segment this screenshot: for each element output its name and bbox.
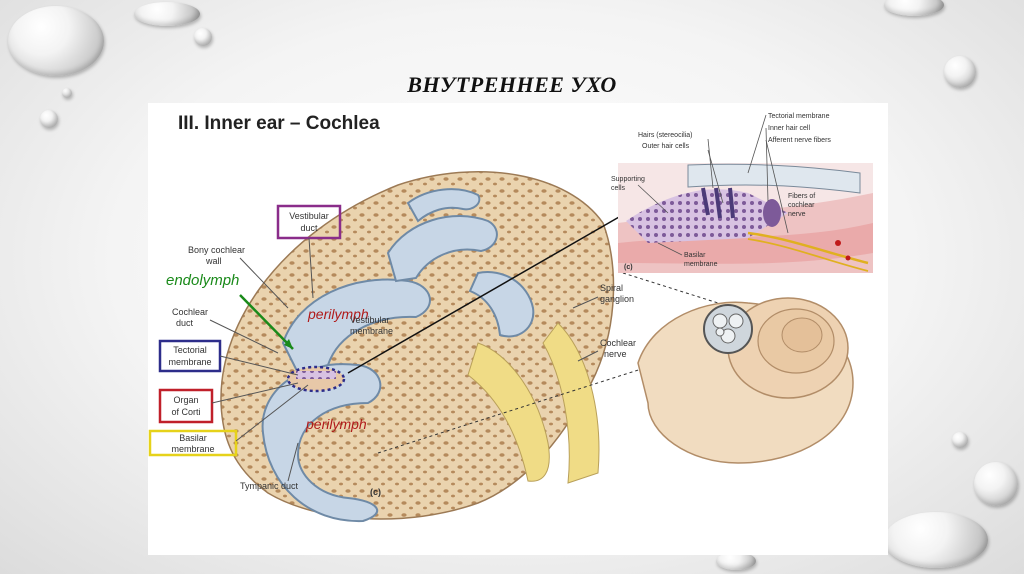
water-drop-decoration: [944, 56, 976, 88]
svg-text:Hairs (stereocilia): Hairs (stereocilia): [638, 132, 692, 139]
water-drop-decoration: [974, 462, 1018, 506]
label-vestibular-membrane: Vestibular membrane: [350, 315, 393, 336]
organ-of-corti-inset: Tectorial membrane Inner hair cell Affer…: [611, 113, 873, 273]
svg-text:Basilar: Basilar: [684, 252, 706, 259]
water-drop-decoration: [40, 110, 58, 128]
label-spiral-ganglion: Spiral ganglion: [572, 283, 634, 309]
svg-text:Organ: Organ: [173, 395, 198, 405]
label-tympanic-duct: Tympanic duct: [240, 442, 299, 491]
label-cochlear-duct: Cochlear duct: [172, 307, 279, 354]
label-cochlear-nerve: Cochlear nerve: [577, 338, 636, 362]
svg-text:membrane: membrane: [168, 357, 211, 367]
svg-text:Spiral: Spiral: [600, 283, 623, 293]
cochlea-shell-illustration: [637, 297, 854, 464]
svg-text:Vestibular: Vestibular: [289, 211, 329, 221]
svg-text:Inner hair cell: Inner hair cell: [768, 125, 810, 132]
label-organ-of-corti: Organ of Corti: [158, 382, 299, 424]
water-drop-decoration: [62, 88, 72, 98]
svg-text:Tympanic duct: Tympanic duct: [240, 481, 299, 491]
svg-text:Fibers of: Fibers of: [788, 193, 815, 200]
detail-arrow: [347, 212, 627, 374]
svg-text:(c): (c): [624, 264, 633, 271]
water-drop-decoration: [8, 6, 104, 76]
svg-text:nerve: nerve: [604, 349, 627, 359]
svg-text:Tectorial membrane: Tectorial membrane: [768, 113, 830, 120]
svg-text:Supporting: Supporting: [611, 176, 645, 183]
cochlea-diagram: III. Inner ear – Cochlea (c) Vestibular …: [148, 113, 873, 523]
svg-text:Afferent nerve fibers: Afferent nerve fibers: [768, 137, 831, 144]
svg-text:membrane: membrane: [684, 261, 718, 268]
svg-text:membrane: membrane: [171, 444, 214, 454]
svg-text:wall: wall: [205, 256, 222, 266]
label-basilar-membrane: Basilar membrane: [148, 384, 309, 457]
svg-text:membrane: membrane: [350, 326, 393, 336]
water-drop-decoration: [884, 512, 988, 568]
figure-heading: III. Inner ear – Cochlea: [178, 113, 380, 134]
svg-text:Vestibular: Vestibular: [350, 315, 390, 325]
water-drop-decoration: [952, 432, 968, 448]
svg-text:cells: cells: [611, 185, 626, 192]
svg-text:cochlear: cochlear: [788, 202, 815, 209]
slide-title: ВНУТРЕННЕЕ УХО: [407, 72, 617, 97]
svg-text:Cochlear: Cochlear: [600, 338, 636, 348]
svg-text:Tectorial: Tectorial: [173, 345, 207, 355]
svg-text:duct: duct: [176, 318, 194, 328]
label-tectorial-membrane: Tectorial membrane: [158, 339, 299, 376]
svg-text:duct: duct: [300, 223, 318, 233]
water-drop-decoration: [716, 552, 756, 570]
guide-line: [622, 272, 719, 304]
svg-text:Cochlear: Cochlear: [172, 307, 208, 317]
svg-text:Bony cochlear: Bony cochlear: [188, 245, 245, 255]
svg-text:of Corti: of Corti: [171, 407, 200, 417]
endolymph-arrow: [239, 294, 294, 350]
figure-panel: III. Inner ear – Cochlea (c) Vestibular …: [148, 103, 888, 555]
water-drop-decoration: [134, 2, 200, 26]
svg-text:nerve: nerve: [788, 211, 806, 218]
perilymph-annotation-lower: perilymph: [305, 416, 367, 432]
svg-text:Outer hair cells: Outer hair cells: [642, 143, 690, 150]
water-drop-decoration: [194, 28, 212, 46]
label-vestibular-duct: Vestibular duct: [276, 204, 342, 299]
label-bony-cochlear-wall: Bony cochlear wall: [188, 245, 289, 309]
perilymph-annotation-upper: perilymph: [307, 306, 369, 322]
endolymph-annotation: endolymph: [166, 272, 239, 289]
cochlea-cross-section: (c): [220, 171, 615, 523]
svg-text:Basilar: Basilar: [179, 433, 207, 443]
main-panel-letter: (c): [370, 487, 381, 497]
endolymph-arrowhead: [284, 339, 293, 349]
svg-text:ganglion: ganglion: [600, 294, 634, 304]
water-drop-decoration: [884, 0, 944, 16]
